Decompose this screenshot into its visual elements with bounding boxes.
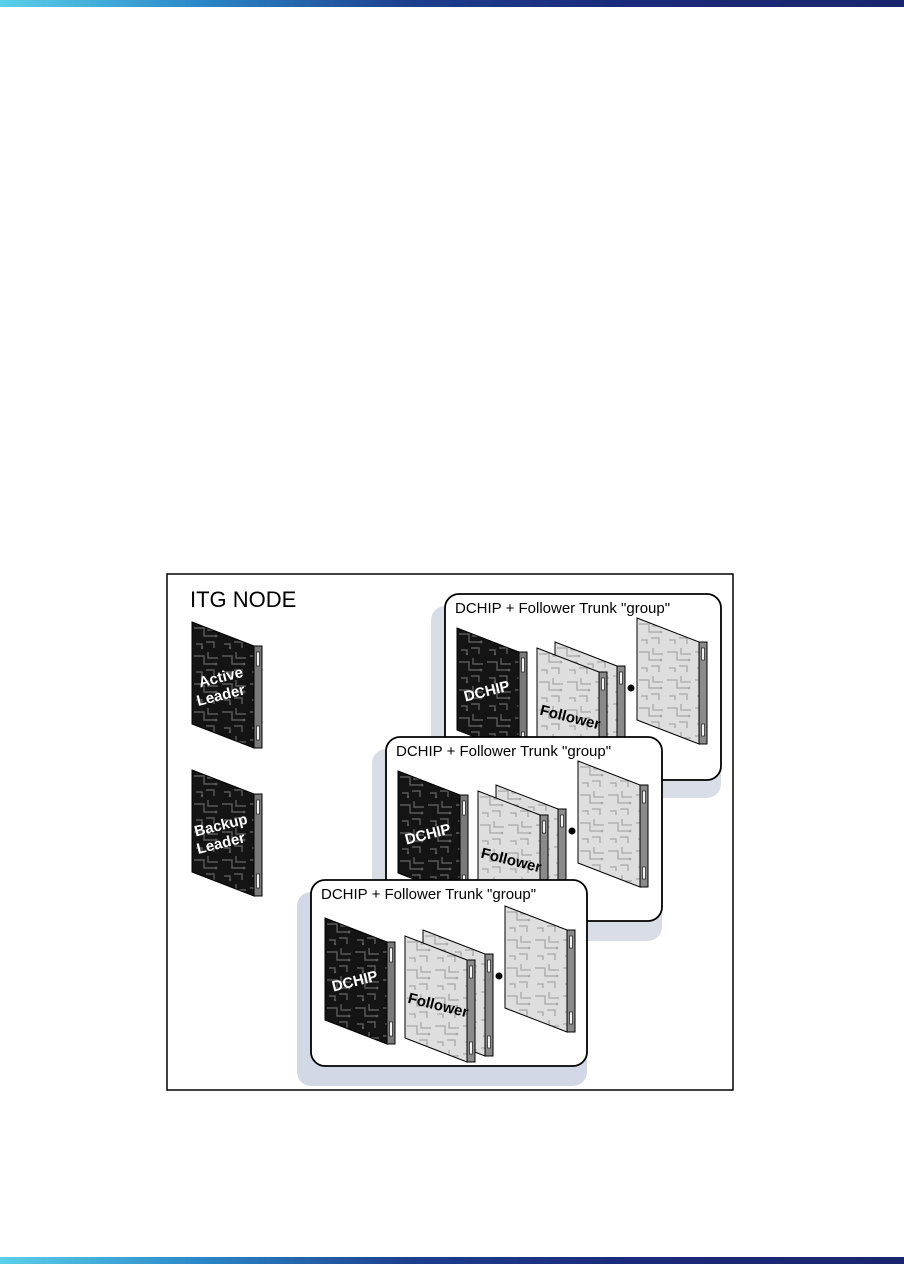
dchip-card: DCHIP — [324, 917, 396, 1045]
follower-card: Follower — [477, 790, 549, 918]
follower-card: Follower — [536, 647, 608, 775]
dchip-card: DCHIP — [397, 770, 469, 898]
dchip-card: DCHIP — [456, 627, 528, 755]
trunk-group-middle: DCHIP + Follower Trunk "group" DCHIP Fol… — [372, 736, 663, 941]
group-label: DCHIP + Follower Trunk "group" — [396, 743, 611, 760]
group-label: DCHIP + Follower Trunk "group" — [455, 600, 670, 617]
group-label: DCHIP + Follower Trunk "group" — [321, 886, 536, 903]
header-bar — [0, 0, 904, 7]
footer-bar — [0, 1257, 904, 1264]
trunk-group-front: DCHIP + Follower Trunk "group" DCHIP Fol… — [297, 879, 588, 1086]
node-title: ITG NODE — [190, 587, 296, 612]
follower-card: Follower — [404, 935, 476, 1063]
backup-leader-card: Backup Leader — [191, 769, 263, 897]
active-leader-card: Active Leader — [191, 621, 263, 749]
